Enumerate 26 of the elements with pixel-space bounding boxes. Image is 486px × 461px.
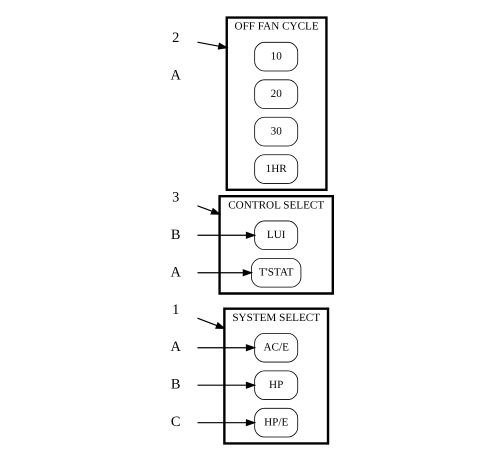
- node-text: 1: [172, 302, 179, 318]
- node-text: 2: [172, 30, 179, 46]
- node-box: 20: [254, 79, 298, 109]
- node-box: HP/E: [254, 408, 298, 438]
- arrow: [197, 419, 256, 426]
- node-box: 30: [254, 116, 298, 146]
- arrow: [197, 344, 256, 352]
- node-text: 3: [172, 189, 179, 206]
- arrow: [196, 42, 228, 50]
- node-text: B: [170, 376, 180, 393]
- arrow: [197, 269, 253, 276]
- node-text: A: [170, 264, 180, 280]
- node-box: 1HR: [254, 154, 298, 184]
- node-box: T'STAT: [250, 258, 301, 288]
- node-box: 10: [254, 42, 298, 72]
- node-box: LUI: [254, 220, 298, 250]
- arrow: [196, 318, 226, 330]
- node-text: C: [170, 414, 180, 430]
- label: A: [170, 67, 180, 84]
- arrow: [196, 205, 221, 215]
- node-box: AC/E: [254, 332, 298, 362]
- node-box: HP: [254, 370, 298, 400]
- node-text: A: [170, 339, 180, 356]
- node-text: B: [170, 226, 180, 243]
- arrow: [197, 382, 256, 389]
- arrow: [197, 232, 256, 239]
